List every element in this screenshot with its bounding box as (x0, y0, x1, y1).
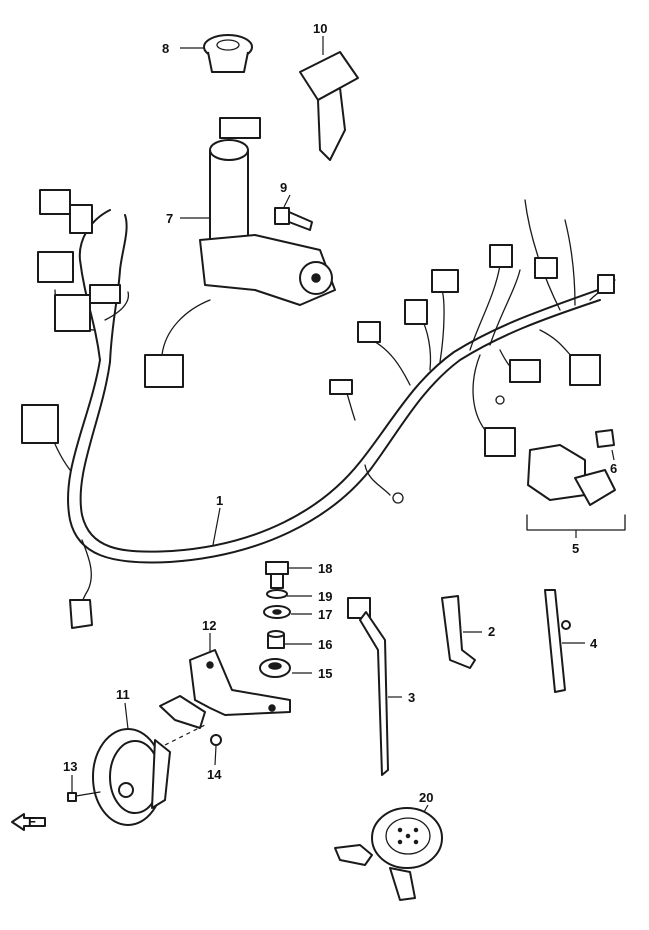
collar-16 (267, 630, 285, 649)
callout-20: 20 (419, 790, 433, 805)
callout-2: 2 (488, 624, 495, 639)
callout-8: 8 (162, 41, 169, 56)
cable-tie-3 (347, 597, 389, 776)
callout-14: 14 (207, 767, 222, 782)
grommet-cap (203, 34, 253, 73)
screw (274, 207, 313, 231)
callout-4: 4 (590, 636, 598, 651)
ignition-switch (144, 117, 336, 388)
buzzer (334, 807, 443, 901)
cushion-15 (259, 658, 291, 678)
bolt-13 (67, 791, 101, 802)
callout-10: 10 (313, 21, 327, 36)
horn-bracket (159, 649, 291, 729)
front-arrow-icon: F (11, 813, 46, 831)
lock-washer-19 (266, 589, 288, 599)
nut-14 (210, 734, 222, 746)
callout-7: 7 (166, 211, 173, 226)
callout-12: 12 (202, 618, 216, 633)
callout-1: 1 (216, 493, 223, 508)
wiring-harness (44, 199, 616, 619)
relay-assembly (526, 429, 626, 531)
clamp-2 (441, 595, 476, 669)
leader-lines (71, 36, 615, 813)
key (299, 51, 359, 161)
callout-11: 11 (116, 687, 130, 702)
svg-text:F: F (28, 814, 36, 829)
horn (92, 728, 171, 826)
bolt-18 (265, 561, 289, 589)
callout-numbers: 1 2 3 4 5 6 7 8 9 10 11 12 13 14 15 16 1… (63, 21, 617, 805)
callout-9: 9 (280, 180, 287, 195)
callout-15: 15 (318, 666, 332, 681)
callout-13: 13 (63, 759, 77, 774)
callout-19: 19 (318, 589, 332, 604)
callout-18: 18 (318, 561, 332, 576)
callout-17: 17 (318, 607, 332, 622)
washer-17 (263, 605, 291, 619)
callout-6: 6 (610, 461, 617, 476)
harness-connectors (21, 189, 615, 629)
callout-5: 5 (572, 541, 579, 556)
clamp-4 (544, 589, 571, 693)
callout-16: 16 (318, 637, 332, 652)
callout-3: 3 (408, 690, 415, 705)
